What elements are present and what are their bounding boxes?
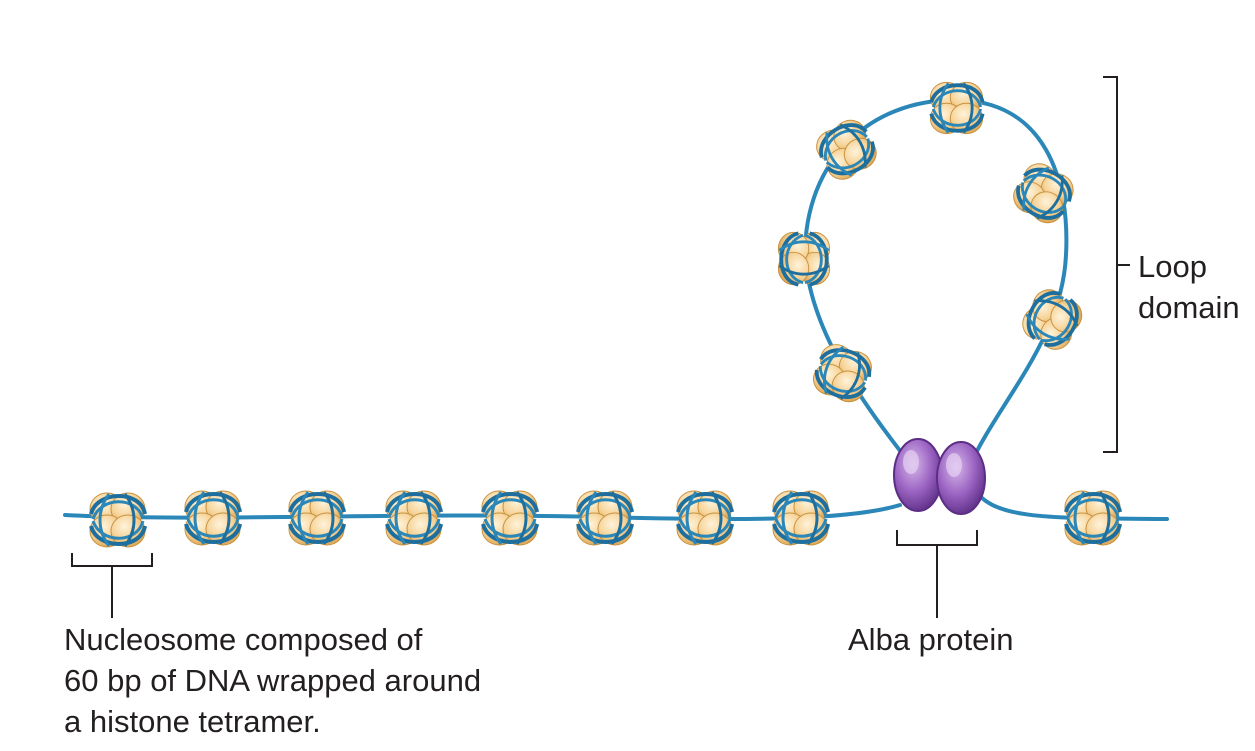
nucleosome-icon [1063,489,1122,547]
nucleosome-icon [88,491,147,549]
alba-protein-icon [893,438,986,515]
nucleosome-label-line: Nucleosome composed of [64,622,423,657]
nucleosome-icon [480,489,539,547]
nucleosome-icon [575,489,634,547]
dna-strand-right [973,488,1169,521]
nucleosome-icon [384,489,443,547]
nucleosome-icon [928,80,985,136]
loop-domain-bracket [1103,76,1130,453]
nucleosome-icon [287,489,346,547]
nucleosome-icon [771,489,830,547]
loop-domain-label: Loop domain [1138,246,1240,328]
alba-bracket [896,530,978,618]
nucleosome-label-line: a histone tetramer. [64,704,321,739]
alba-protein-label: Alba protein [848,622,1014,657]
nucleosome-label: Nucleosome composed of 60 bp of DNA wrap… [64,619,481,742]
nucleosome-icon [1006,156,1081,231]
nucleosome-icon [675,489,734,547]
loop-domain-label-line: domain [1138,290,1240,325]
nucleosome-bracket [71,553,153,618]
loop-domain-label-line: Loop [1138,249,1207,284]
nucleosome-icon [183,489,242,547]
nucleosome-icon [776,230,832,287]
nucleosome-label-line: 60 bp of DNA wrapped around [64,663,482,698]
nucleosome-icon [1015,282,1090,357]
nucleosome-icon [807,338,878,409]
